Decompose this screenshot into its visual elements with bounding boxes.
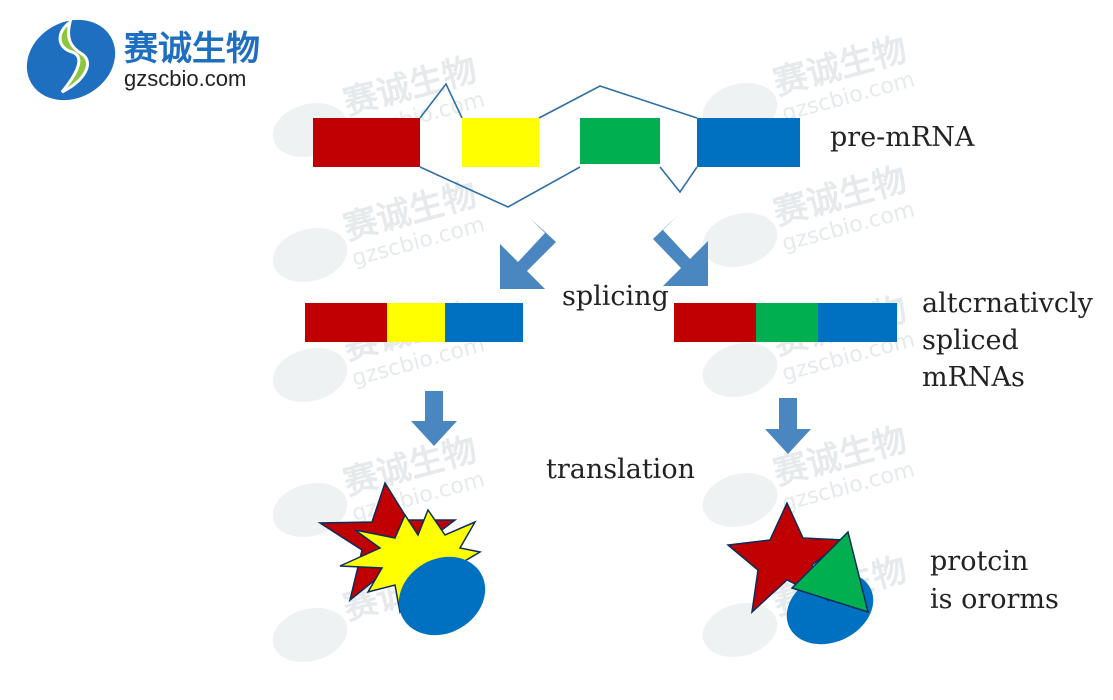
alt-spliced-label-line1: altcrnativcly: [922, 288, 1094, 319]
protein-isoform-1: [317, 481, 486, 636]
splicing-arrow-left-icon: [500, 218, 556, 289]
translation-arrow-left-icon: [411, 391, 457, 446]
exon-blue: [697, 118, 800, 167]
green-triangle-shape: [790, 530, 870, 614]
logo-domain: gzscbio.com: [124, 66, 246, 91]
alt-spliced-label-line3: mRNAs: [922, 362, 1025, 393]
alt-spliced-label-line2: spliced: [922, 325, 1019, 356]
mrna-variant-1: [305, 303, 523, 342]
splice-junction-lines: [419, 82, 698, 208]
pre-mrna-label: pre-mRNA: [830, 122, 975, 153]
translation-label: translation: [546, 454, 695, 485]
logo-bolt-icon: [58, 18, 89, 94]
company-logo: 赛诚生物 gzscbio.com: [26, 18, 260, 101]
protein-label-line1: protcin: [930, 546, 1028, 577]
exon-red: [313, 118, 420, 167]
yellow-burst-shape: [339, 508, 483, 614]
exon-green: [580, 118, 660, 164]
logo-mark-icon: [26, 19, 116, 101]
splicing-arrow-right-icon: [653, 215, 708, 286]
logo-name: 赛诚生物: [124, 29, 260, 69]
mrna-variant-2: [674, 303, 897, 342]
protein-isoform-2: [726, 501, 874, 645]
translation-arrow-right-icon: [765, 398, 811, 454]
exon-yellow: [462, 118, 539, 167]
blue-ellipse-shape: [398, 556, 486, 636]
pre-mrna-exons: [313, 118, 800, 167]
protein-label-line2: is ororms: [930, 584, 1059, 615]
splicing-label: splicing: [562, 281, 669, 312]
